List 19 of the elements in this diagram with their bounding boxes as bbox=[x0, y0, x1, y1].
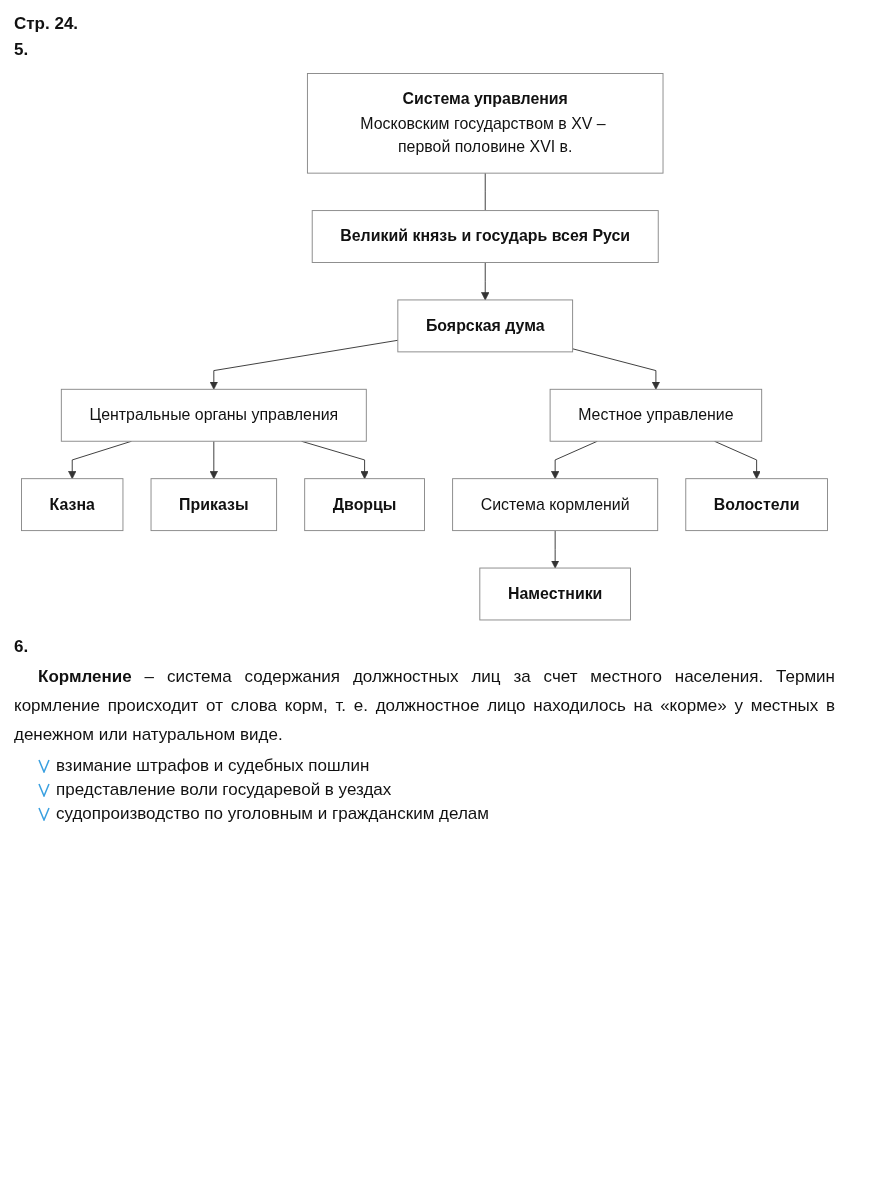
node-box: Великий князь и государь всея Руси bbox=[311, 210, 659, 263]
node-box: Центральные органы управления bbox=[60, 388, 367, 442]
list-item: взимание штрафов и судебных пошлин bbox=[56, 756, 370, 777]
node-box: Казна bbox=[21, 478, 124, 532]
paragraph: Кормление – система содержания должностных лиц за счет местного населения. Термин кормление происходит от слова корм, т. е. должностное лицо находилось на «корме» у местных в денежном или натуральном виде. bbox=[14, 666, 835, 747]
list-item: представление воли государевой в уездах bbox=[56, 780, 392, 801]
node-box: Приказы bbox=[150, 478, 278, 532]
node-box: Боярская дума bbox=[397, 299, 574, 353]
node-box: Местное управление bbox=[549, 388, 763, 442]
connector bbox=[484, 172, 486, 212]
node-box: Система кормлений bbox=[452, 478, 659, 532]
node-box: Дворцы bbox=[304, 478, 425, 532]
task-number: 6. bbox=[14, 637, 30, 658]
list-item: судопроизводство по уголовным и гражданским делам bbox=[56, 804, 489, 825]
node-box: Система управления Московским государством в XV – первой половине XVI в. bbox=[306, 73, 664, 174]
task-number: 5. bbox=[14, 40, 30, 60]
node-box: Наместники bbox=[479, 567, 631, 621]
node-box: Волостели bbox=[685, 478, 828, 532]
page-number: Стр. 24. bbox=[14, 14, 80, 34]
